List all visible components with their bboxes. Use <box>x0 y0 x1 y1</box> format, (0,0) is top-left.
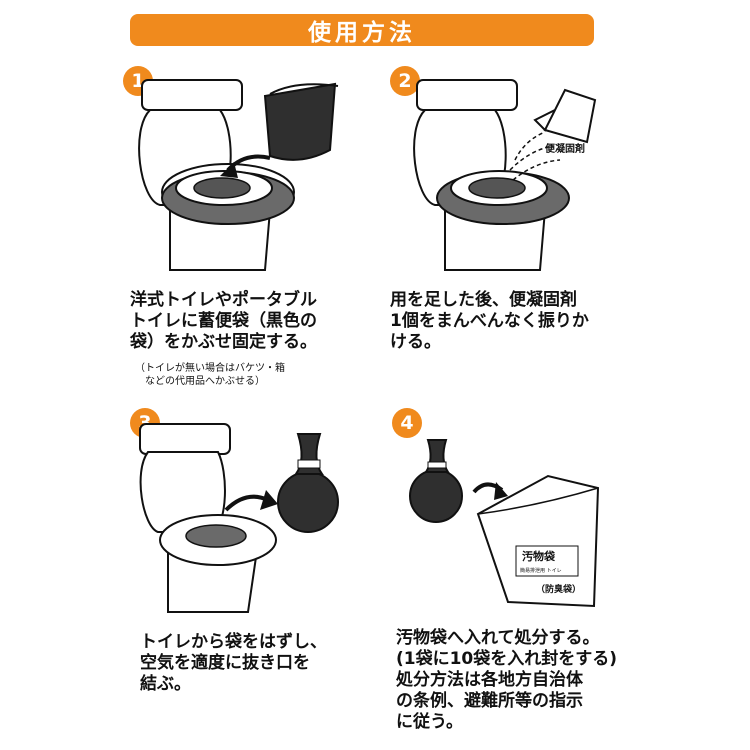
step-1-text: 洋式トイレやポータブル トイレに蓄便袋（黒色の 袋）をかぶせ固定する。 <box>130 290 317 352</box>
step-2-text: 用を足した後、便凝固剤 1個をまんべんなく振りか ける。 <box>390 290 589 352</box>
black-bag-icon <box>263 82 337 161</box>
pouch-label: 汚物袋 <box>522 549 556 563</box>
bowl-with-bag <box>468 177 526 199</box>
bowl-with-bag <box>193 177 251 199</box>
page-title: 使用方法 <box>308 20 416 46</box>
empty-bowl <box>185 524 247 548</box>
tied-bag-icon <box>277 471 339 533</box>
packet-label: 便凝固剤 <box>545 142 585 155</box>
step-1-note: （トイレが無い場合はバケツ・箱 などの代用品へかぶせる） <box>135 363 285 387</box>
pouch-tag: （防臭袋） <box>536 583 581 595</box>
tied-bag-icon <box>409 469 463 523</box>
step-3-text: トイレから袋をはずし、 空気を適度に抜き口を 結ぶ。 <box>140 632 327 694</box>
toilet-tank <box>139 423 231 455</box>
toilet-tank <box>141 79 243 111</box>
step-1-illustration <box>138 79 339 271</box>
powder-stream-icon <box>509 131 561 181</box>
step-3-illustration <box>139 423 339 613</box>
step-2-number-badge: 2 <box>390 66 420 96</box>
step-4-illustration: 汚物袋 簡易排泄用 トイレ （防臭袋） <box>409 439 600 608</box>
pouch-sublabel: 簡易排泄用 トイレ <box>520 567 562 574</box>
step-2-illustration: 便凝固剤 <box>413 79 597 271</box>
step-4-text: 汚物袋へ入れて処分する。 (1袋に10袋を入れ封をする) 処分方法は各地方自治体… <box>396 628 618 732</box>
title-banner: 使用方法 <box>130 14 594 46</box>
coagulant-packet <box>533 88 597 144</box>
toilet-tank <box>416 79 518 111</box>
step-4-number-badge: 4 <box>392 408 422 438</box>
